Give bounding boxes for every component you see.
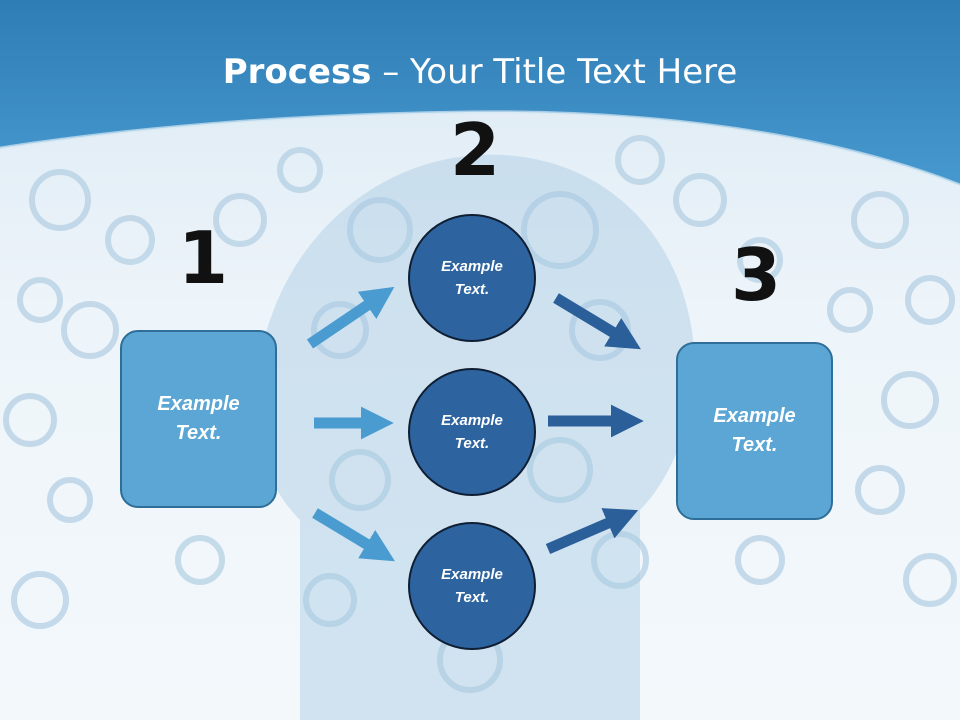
circle-middle-line2: Text. <box>454 435 490 452</box>
right-box-line1: Example <box>713 405 796 427</box>
slide-title: Process – Your Title Text Here <box>0 52 960 92</box>
step-number-2: 2 <box>450 108 501 192</box>
arrow-bottom-to-right <box>545 508 639 555</box>
title-bold: Process <box>222 52 372 92</box>
right-box-line2: Text. <box>731 434 778 456</box>
left-box-line1: Example <box>157 393 240 415</box>
arrow-top-to-right <box>553 293 641 350</box>
header-highlight <box>0 110 960 187</box>
arrow-left-to-bottom <box>312 508 395 562</box>
circle-step-middle: Example Text. <box>408 368 536 496</box>
right-step-box: Example Text. <box>676 342 833 520</box>
title-rest: – Your Title Text Here <box>371 52 738 92</box>
step-number-1: 1 <box>178 216 229 300</box>
circle-step-bottom: Example Text. <box>408 522 536 650</box>
left-step-box: Example Text. <box>120 330 277 508</box>
circle-bottom-line2: Text. <box>454 589 490 606</box>
left-box-line2: Text. <box>175 422 222 444</box>
circle-top-line2: Text. <box>454 281 490 298</box>
circle-middle-line1: Example <box>441 412 503 429</box>
gear-pattern <box>3 135 957 693</box>
circle-step-top: Example Text. <box>408 214 536 342</box>
circle-bottom-line1: Example <box>441 566 503 583</box>
arrow-left-to-top <box>306 286 395 349</box>
circle-top-line1: Example <box>441 258 503 275</box>
header-band <box>0 0 960 185</box>
step-number-3: 3 <box>731 233 782 317</box>
